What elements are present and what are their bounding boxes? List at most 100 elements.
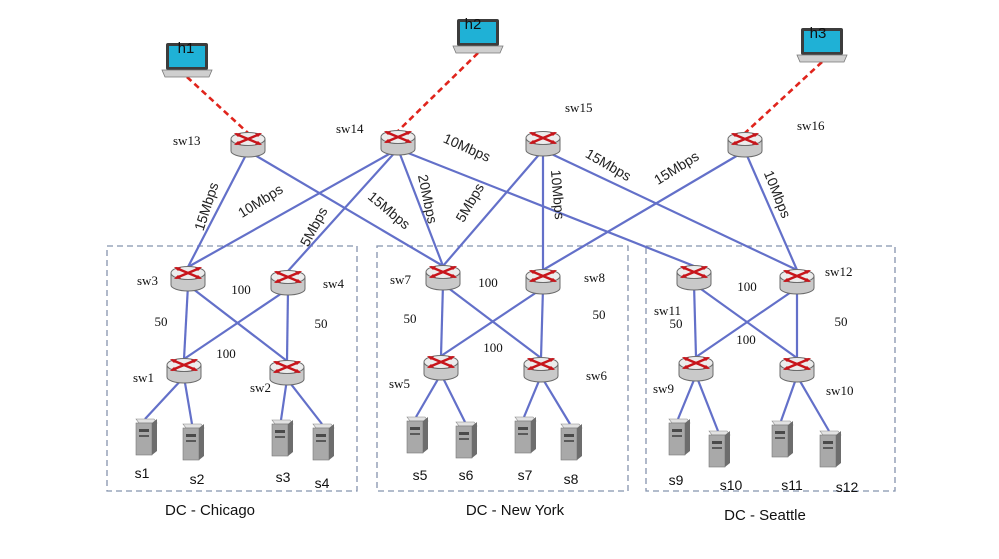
router-icon-sw12 <box>778 268 816 296</box>
switch-label-sw5: sw5 <box>389 376 410 391</box>
link-sw4-sw1 <box>183 288 289 360</box>
host-label-h3: h3 <box>810 25 827 42</box>
switch-label-sw12: sw12 <box>825 264 852 279</box>
bandwidth-label-sw15-sw12: 15Mbps <box>583 145 634 184</box>
datacenter-label-seattle: DC - Seattle <box>724 507 806 524</box>
host-link-h1-sw14 <box>186 76 249 134</box>
link-sw16-sw8 <box>542 150 746 271</box>
server-label-s6: s6 <box>459 467 474 483</box>
link-sw6-s7 <box>522 375 543 418</box>
switch-label-sw1: sw1 <box>133 370 154 385</box>
server-tower-icon-s6 <box>455 421 478 459</box>
bandwidth-label-sw14-sw3: 10Mbps <box>235 181 286 221</box>
capacity-label-newyork-left: 50 <box>404 311 417 326</box>
link-sw6-s8 <box>540 375 571 425</box>
switch-label-sw3: sw3 <box>137 273 158 288</box>
datacenter-label-chicago: DC - Chicago <box>165 502 255 519</box>
link-sw8-sw5 <box>440 287 544 357</box>
capacity-label-seattle-right: 50 <box>835 314 848 329</box>
switch-label-sw7: sw7 <box>390 272 411 287</box>
switch-label-sw16: sw16 <box>797 118 825 133</box>
host-label-h1: h1 <box>178 40 195 57</box>
host-link-h3-sw16 <box>744 61 823 134</box>
datacenter-label-newyork: DC - New York <box>466 502 565 519</box>
server-label-s8: s8 <box>564 471 579 487</box>
datacenter-box-newyork <box>376 245 629 492</box>
server-label-s4: s4 <box>315 475 330 491</box>
capacity-label-seattle-cross-bottom: 100 <box>736 332 756 347</box>
capacity-label-chicago-left: 50 <box>155 314 168 329</box>
link-sw8-sw6 <box>539 287 545 359</box>
server-tower-icon-s9 <box>668 418 691 456</box>
capacity-label-seattle-left: 50 <box>670 316 683 331</box>
link-sw2-s4 <box>286 378 323 425</box>
server-tower-icon-s10 <box>708 430 731 468</box>
link-sw14-sw7 <box>396 148 445 267</box>
server-label-s3: s3 <box>276 469 291 485</box>
link-sw11-sw9 <box>692 283 698 358</box>
link-sw5-s5 <box>415 373 442 418</box>
switch-label-sw10: sw10 <box>826 383 853 398</box>
datacenter-box-chicago <box>106 245 358 492</box>
switch-label-sw9: sw9 <box>653 381 674 396</box>
router-icon-sw5 <box>422 354 460 382</box>
capacity-label-chicago-cross-top: 100 <box>231 282 251 297</box>
link-sw14-sw4 <box>287 148 399 272</box>
link-sw14-sw3 <box>187 148 399 268</box>
link-sw12-sw9 <box>695 287 798 358</box>
router-icon-sw16 <box>726 131 764 159</box>
server-tower-icon-s3 <box>271 419 294 457</box>
router-icon-sw14 <box>379 129 417 157</box>
link-sw4-sw2 <box>285 288 290 362</box>
switch-label-sw4: sw4 <box>323 276 344 291</box>
link-sw15-sw7 <box>442 149 544 267</box>
bandwidth-label-sw15-sw7: 5Mbps <box>452 180 487 224</box>
bandwidth-label-sw13-sw7: 15Mbps <box>365 188 413 232</box>
server-tower-icon-s1 <box>135 418 158 456</box>
server-label-s5: s5 <box>413 467 428 483</box>
link-sw15-sw12 <box>542 149 798 271</box>
bandwidth-label-sw16-sw12: 10Mbps <box>761 168 794 220</box>
link-sw10-s11 <box>779 375 799 422</box>
capacity-label-newyork-right: 50 <box>593 307 606 322</box>
router-icon-sw2 <box>268 359 306 387</box>
server-tower-icon-s11 <box>771 420 794 458</box>
link-sw13-sw3 <box>187 150 249 268</box>
link-sw1-s2 <box>182 376 194 425</box>
router-icon-sw13 <box>229 131 267 159</box>
server-tower-icon-s5 <box>406 416 429 454</box>
bandwidth-label-sw15-sw8: 10Mbps <box>548 169 568 220</box>
router-icon-sw4 <box>269 269 307 297</box>
capacity-label-newyork-cross-bottom: 100 <box>483 340 503 355</box>
server-tower-icon-s2 <box>182 423 205 461</box>
link-sw11-sw10 <box>693 283 798 359</box>
capacity-label-chicago-right: 50 <box>315 316 328 331</box>
link-sw16-sw12 <box>743 150 799 271</box>
link-sw1-s1 <box>144 376 185 420</box>
switch-label-sw15: sw15 <box>565 100 592 115</box>
bandwidth-label-sw13-sw3: 15Mbps <box>191 180 222 232</box>
server-label-s1: s1 <box>135 465 150 481</box>
server-label-s2: s2 <box>190 471 205 487</box>
server-label-s11: s11 <box>781 477 803 493</box>
capacity-label-seattle-cross-top: 100 <box>737 279 757 294</box>
switch-label-sw11: sw11 <box>654 303 681 318</box>
link-sw2-s3 <box>279 378 289 421</box>
server-tower-icon-s4 <box>312 423 335 461</box>
switch-label-sw6: sw6 <box>586 368 607 383</box>
link-sw14-sw11 <box>397 147 695 268</box>
router-icon-sw7 <box>424 264 462 292</box>
switch-label-sw2: sw2 <box>250 380 271 395</box>
capacity-label-chicago-cross-bottom: 100 <box>216 346 236 361</box>
host-link-h2-sw14 <box>397 52 479 132</box>
bandwidth-label-sw14-sw11: 10Mbps <box>441 130 493 165</box>
router-icon-sw6 <box>522 356 560 384</box>
datacenter-box-seattle <box>645 245 896 492</box>
switch-label-sw13: sw13 <box>173 133 200 148</box>
link-sw9-s10 <box>694 374 720 432</box>
server-tower-icon-s12 <box>819 430 842 468</box>
host-label-h2: h2 <box>465 16 482 33</box>
router-icon-sw9 <box>677 355 715 383</box>
router-icon-sw8 <box>524 268 562 296</box>
